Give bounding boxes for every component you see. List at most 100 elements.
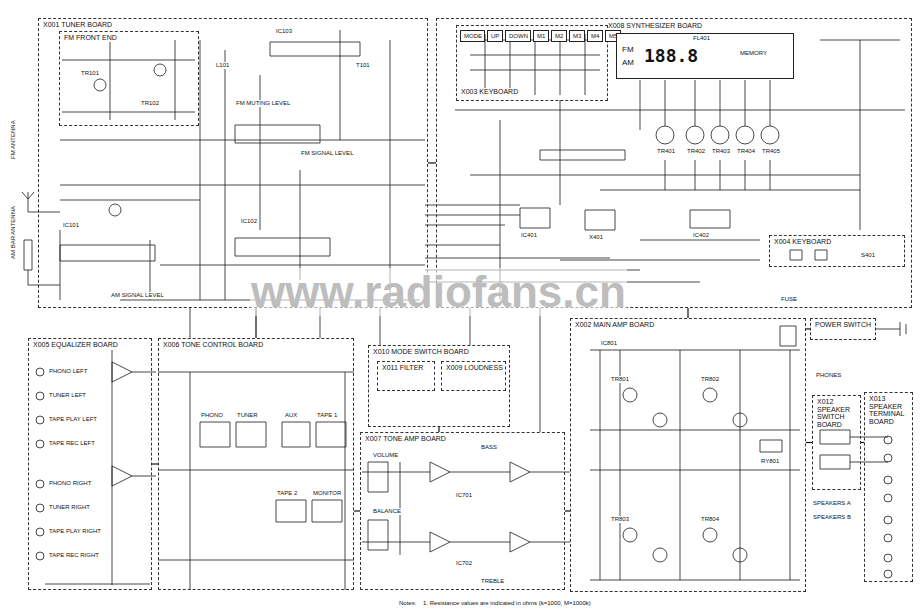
part-label: TR405: [761, 148, 781, 155]
terminal-symbol: [884, 476, 892, 484]
transistor-symbol: [109, 204, 121, 216]
part-label: IC102: [240, 218, 258, 225]
part-label: FUSE: [780, 296, 798, 303]
transistor-symbol: [94, 79, 106, 91]
part-label: T101: [355, 62, 371, 69]
board-title: X001 TUNER BOARD: [42, 21, 113, 29]
board-region: X013 SPEAKER TERMINAL BOARD: [864, 392, 913, 582]
part-label: IC801: [600, 340, 618, 347]
part-label: MONITOR: [312, 490, 342, 497]
part-label: IC701: [455, 492, 473, 499]
terminal-symbol: [884, 454, 892, 462]
part-label: TR404: [736, 148, 756, 155]
main-amp-wiring: [590, 326, 800, 580]
part-label: TUNER LEFT: [48, 392, 87, 399]
board-region: X008 SYNTHESIZER BOARD X003 KEYBOARD MODE U…: [436, 18, 912, 308]
part-label: SPEAKERS B: [812, 514, 852, 521]
board-title: X013 SPEAKER TERMINAL BOARD: [868, 395, 912, 426]
terminal-symbol: [884, 554, 892, 562]
board-title: X007 TONE AMP BOARD: [364, 435, 447, 443]
terminal-symbol: [884, 436, 892, 444]
board-title: X008 SYNTHESIZER BOARD: [607, 22, 703, 30]
board-region: X010 MODE SWITCH BOARDX011 FILTERX009 LO…: [368, 345, 510, 427]
part-label: Notes:: [398, 600, 417, 607]
part-label: SPEAKERS A: [812, 500, 852, 507]
board-region: X009 LOUDNESS: [441, 361, 506, 391]
board-region: X003 KEYBOARDMODEUPDOWNM1M2M3M4M5: [456, 25, 608, 101]
jack-symbol: [36, 528, 44, 536]
part-label: L101: [215, 62, 230, 69]
board-title: X012 SPEAKER SWITCH BOARD: [816, 398, 860, 429]
board-title: X003 KEYBOARD: [460, 88, 519, 96]
board-connector: [687, 308, 688, 318]
part-label: BALANCE: [372, 508, 402, 515]
key-label: DOWN: [508, 33, 529, 40]
part-label: TAPE REC RIGHT: [48, 552, 100, 559]
part-label: TAPE 2: [276, 490, 298, 497]
board-region: X004 KEYBOARD: [769, 235, 905, 267]
display-text: 188.8: [643, 46, 699, 66]
tuner-wiring: [60, 30, 700, 300]
antenna-label: AM BAR ANTENNA: [10, 205, 17, 260]
part-label: PHONO: [200, 412, 224, 419]
part-label: TR803: [610, 516, 630, 523]
terminal-symbol: [884, 516, 892, 524]
part-label: IC103: [275, 28, 293, 35]
part-label: FM SIGNAL LEVEL: [300, 150, 354, 157]
transistor-symbol: [736, 126, 754, 144]
jack-symbol: [36, 440, 44, 448]
part-label: TR804: [700, 516, 720, 523]
part-label: IC402: [692, 232, 710, 239]
key-button: M3: [569, 30, 585, 42]
part-label: TAPE REC LEFT: [48, 440, 96, 447]
transistor-symbol: [703, 528, 717, 542]
part-label: 1. Resistance values are indicated in oh…: [422, 600, 592, 607]
tone-amp-wiring: [362, 462, 570, 555]
jack-symbol: [36, 392, 44, 400]
equalizer-wiring: [45, 350, 156, 585]
antenna-symbol: [22, 192, 60, 285]
board-connector: [428, 162, 436, 163]
part-label: TAPE PLAY LEFT: [48, 416, 98, 423]
board-title: X011 FILTER: [381, 364, 424, 372]
transistor-symbol: [733, 548, 747, 562]
part-label: TAPE 1: [316, 412, 338, 419]
part-label: IC401: [520, 232, 538, 239]
synthesizer-wiring: [455, 34, 905, 300]
jack-symbol: [36, 368, 44, 376]
key-label: MODE: [463, 33, 483, 40]
part-label: TR101: [80, 70, 100, 77]
part-label: TR402: [686, 148, 706, 155]
part-label: TR801: [610, 376, 630, 383]
jack-symbol: [36, 480, 44, 488]
part-label: PHONO LEFT: [48, 368, 88, 375]
terminal-symbol: [884, 534, 892, 542]
key-button: UP: [487, 30, 503, 42]
part-label: TR802: [700, 376, 720, 383]
board-region: X012 SPEAKER SWITCH BOARD: [812, 395, 861, 490]
display-text: MEMORY: [739, 50, 768, 57]
board-region: X006 TONE CONTROL BOARD: [158, 338, 354, 590]
board-title: X002 MAIN AMP BOARD: [574, 321, 655, 329]
key-button: M1: [533, 30, 549, 42]
transistor-symbol: [711, 126, 729, 144]
part-label: IC101: [62, 222, 80, 229]
display-text: AM: [621, 59, 635, 68]
part-label: TUNER RIGHT: [48, 504, 91, 511]
antenna-label: FM ANTENNA: [10, 119, 17, 160]
part-label: PHONO RIGHT: [48, 480, 92, 487]
jack-symbol: [36, 552, 44, 560]
transistor-symbol: [623, 528, 637, 542]
part-label: X401: [588, 234, 604, 241]
board-title: X006 TONE CONTROL BOARD: [162, 341, 264, 349]
part-label: TR102: [140, 100, 160, 107]
tone-control-wiring: [158, 372, 354, 590]
board-interconnect: [190, 308, 540, 432]
terminal-symbol: [884, 494, 892, 502]
part-label: TREBLE: [480, 578, 505, 585]
transistor-symbol: [623, 388, 637, 402]
board-region: POWER SWITCH: [810, 318, 876, 340]
jack-symbol: [36, 416, 44, 424]
jack-symbol: [36, 504, 44, 512]
key-label: M3: [572, 33, 582, 40]
